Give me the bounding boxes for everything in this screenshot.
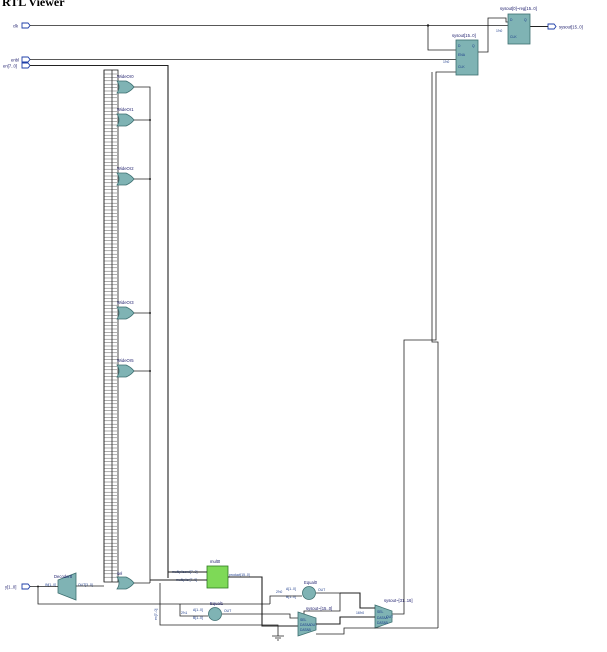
wide-or-0-label: WideOr0 bbox=[117, 74, 134, 79]
multiplier-block[interactable]: mult0 multiplicand[7..0] multiplier[7..0… bbox=[172, 559, 250, 589]
register-sysout-b-title: sysout[0]~reg[15..0] bbox=[500, 6, 537, 11]
bus-tap-ticks bbox=[104, 73, 117, 578]
equal-0[interactable]: Equal0 A[1..0] B[1..0] OUT 2'h0 bbox=[276, 580, 325, 600]
mux-sysout-high-dataa: DATAA bbox=[377, 616, 389, 620]
mux-sysout-high[interactable]: sysout~[31..16] SEL 16'h0 DATAA DATAB OU… bbox=[356, 598, 413, 629]
wide-or-2[interactable]: WideOr2 bbox=[116, 166, 135, 186]
mux-sysout-low[interactable]: sysout~[15..0] SEL DATAA DATAB OUT bbox=[297, 606, 332, 637]
register-sysout-a[interactable]: sysout[15..0] D ENA Q CLK 1'h0 bbox=[443, 33, 479, 76]
mux-sysout-low-dataa: DATAA bbox=[300, 623, 312, 627]
port-label-sysout: sysout[15..0] bbox=[559, 25, 583, 30]
register-sysout-a-pin-d: D bbox=[458, 44, 461, 48]
mux-sysout-high-datab: DATAB bbox=[377, 621, 389, 625]
equal-0-b: B[1..0] bbox=[286, 595, 296, 599]
wire-reg1-to-reg2 bbox=[478, 17, 510, 53]
mux-sysout-low-datab: DATAB bbox=[300, 628, 312, 632]
equal-0-const: 2'h0 bbox=[276, 590, 282, 594]
equal-1[interactable]: Equal1 A[1..0] B[1..0] OUT 2'h1 bbox=[181, 601, 231, 621]
input-port-clk[interactable]: clk bbox=[13, 22, 31, 29]
decoder-0-label: Decoder0 bbox=[54, 574, 73, 579]
wire-mux-chain bbox=[316, 592, 375, 625]
register-sysout-b[interactable]: sysout[0]~reg[15..0] D Q CLK 1'h0 bbox=[496, 6, 537, 45]
wire-ground bbox=[272, 635, 284, 641]
mux-sysout-high-sel: SEL bbox=[377, 610, 384, 614]
wide-or-3[interactable]: WideOr3 bbox=[116, 300, 135, 320]
wide-or-3-label: WideOr3 bbox=[117, 300, 134, 305]
mux-sysout-high-title: sysout~[31..16] bbox=[384, 598, 413, 603]
mux-sysout-low-out: OUT bbox=[310, 623, 317, 627]
wire-equal0-out bbox=[303, 592, 341, 618]
register-sysout-a-pin-q: Q bbox=[472, 44, 475, 48]
port-label-clk: clk bbox=[13, 24, 19, 29]
wire-y-to-decoder bbox=[30, 586, 270, 605]
register-sysout-b-pin-d: D bbox=[510, 18, 513, 22]
equal-0-title: Equal0 bbox=[304, 580, 318, 585]
bus-label-en: en[7..0] bbox=[154, 609, 158, 620]
decoder-0[interactable]: Decoder0 IN[1..0] OUT[3..0] bbox=[45, 572, 93, 601]
equal-1-a: A[1..0] bbox=[193, 608, 203, 612]
wide-or-5[interactable]: WideOr5 bbox=[116, 358, 135, 378]
mux-sysout-low-title: sysout~[15..0] bbox=[306, 606, 332, 611]
port-label-y: y[1..0] bbox=[5, 585, 16, 590]
decoder-0-in: IN[1..0] bbox=[45, 583, 56, 587]
window-title: RTL Viewer bbox=[2, 0, 65, 9]
register-sysout-a-pin-clk: CLK bbox=[458, 65, 465, 69]
wide-or-2-label: WideOr2 bbox=[117, 166, 134, 171]
register-sysout-a-pin-ena: ENA bbox=[458, 53, 466, 57]
wire-feedback bbox=[431, 72, 439, 628]
wire-equal-in bbox=[179, 595, 302, 617]
output-port-sysout[interactable]: sysout[15..0] bbox=[547, 23, 583, 30]
wide-or-0[interactable]: WideOr0 bbox=[116, 74, 135, 94]
decoder-0-out: OUT[3..0] bbox=[78, 583, 93, 587]
multiplier-title: mult0 bbox=[210, 559, 221, 564]
mux-sysout-high-out: OUT bbox=[386, 615, 393, 619]
input-port-enbl[interactable]: enbl bbox=[11, 56, 31, 63]
wire-mult-out bbox=[228, 576, 298, 627]
port-label-en: en[7..0] bbox=[3, 64, 17, 69]
or-gate-sel[interactable]: sel bbox=[116, 571, 135, 590]
mux-sysout-low-sel: SEL bbox=[300, 618, 307, 622]
equal-1-const: 2'h1 bbox=[181, 611, 187, 615]
or-gate-sel-label: sel bbox=[117, 571, 122, 576]
register-sysout-b-pin-clk: CLK bbox=[510, 35, 517, 39]
input-port-en[interactable]: en[7..0] bbox=[3, 62, 31, 69]
wire-en-bus bbox=[30, 64, 169, 578]
register-sysout-b-pin-q: Q bbox=[524, 18, 527, 22]
wide-or-5-label: WideOr5 bbox=[117, 358, 134, 363]
register-sysout-a-pin-const: 1'h0 bbox=[443, 60, 449, 64]
wire-mult-in bbox=[150, 571, 207, 581]
register-sysout-b-pin-const: 1'h0 bbox=[496, 29, 502, 33]
wide-or-1-label: WideOr1 bbox=[117, 107, 134, 112]
equal-1-title: Equal1 bbox=[210, 601, 224, 606]
equal-0-a: A[1..0] bbox=[286, 587, 296, 591]
multiplier-out: product[15..0] bbox=[229, 573, 250, 577]
equal-0-out: OUT bbox=[318, 588, 325, 592]
wire-or-outputs bbox=[134, 86, 151, 584]
equal-1-b: B[1..0] bbox=[193, 616, 203, 620]
equal-1-out: OUT bbox=[224, 609, 231, 613]
wire-clk bbox=[30, 25, 508, 51]
mux-sysout-high-const: 16'h0 bbox=[356, 611, 364, 615]
wire-feedback-mux bbox=[316, 627, 438, 635]
wire-equal1-out bbox=[222, 613, 300, 619]
input-port-y[interactable]: y[1..0] bbox=[5, 583, 31, 590]
wide-or-1[interactable]: WideOr1 bbox=[116, 107, 135, 127]
register-sysout-a-title: sysout[15..0] bbox=[452, 33, 476, 38]
wire-bus-down bbox=[159, 583, 279, 636]
port-label-enbl: enbl bbox=[11, 58, 19, 63]
wire-mux-to-reg1 bbox=[392, 71, 456, 615]
bus-tap-column bbox=[103, 69, 119, 583]
